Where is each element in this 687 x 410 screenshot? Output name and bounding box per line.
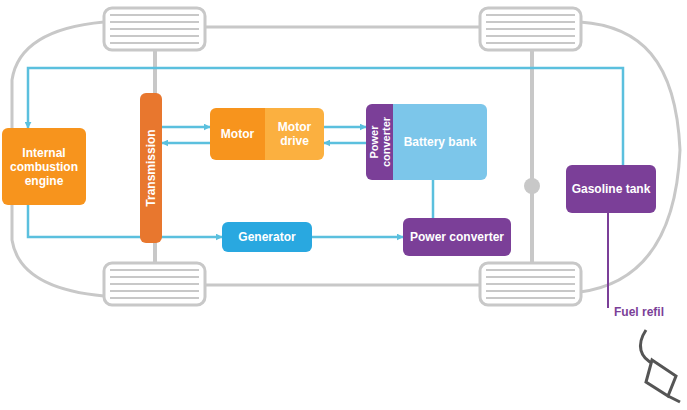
- tread-line: [486, 269, 575, 271]
- tread-line: [110, 28, 199, 30]
- wheel: [104, 263, 205, 305]
- fuel-tank-box: Gasoline tank: [566, 165, 656, 213]
- power-converter-box: Power converter: [366, 104, 393, 180]
- tread-line: [486, 297, 575, 299]
- node-label: Generator: [234, 230, 299, 244]
- wheel: [480, 263, 581, 305]
- tread-line: [110, 290, 199, 292]
- wheels: [104, 8, 581, 305]
- fuel-refill-label: Fuel refil: [614, 305, 664, 319]
- motor-box: Motor: [210, 108, 265, 160]
- tread-line: [110, 35, 199, 37]
- engine-box: Internal combustion engine: [2, 128, 86, 205]
- power-flow-connector: [324, 142, 366, 145]
- generator-box: Generator: [222, 222, 312, 252]
- battery-box: Battery bank: [393, 104, 487, 180]
- node-label: Motor drive: [265, 120, 324, 148]
- tread-line: [486, 290, 575, 292]
- tread-line: [486, 14, 575, 16]
- car-body: [12, 22, 680, 296]
- tread-line: [110, 276, 199, 278]
- power-flow-connector: [312, 236, 403, 239]
- power-converter-box: Power converter: [403, 218, 511, 256]
- transmission-box: Transmission: [140, 93, 162, 243]
- node-label: Transmission: [144, 98, 158, 238]
- axles: [155, 48, 532, 262]
- tread-line: [486, 283, 575, 285]
- node-label: Battery bank: [400, 135, 481, 149]
- node-label: Power converter: [368, 107, 392, 177]
- power-flow-connector: [324, 126, 366, 129]
- tread-line: [110, 283, 199, 285]
- fuel-nozzle: [640, 330, 680, 402]
- axle-hub: [524, 178, 540, 194]
- tread-line: [486, 35, 575, 37]
- node-label: Internal combustion engine: [2, 146, 86, 188]
- wheel: [104, 8, 205, 50]
- tread-line: [110, 269, 199, 271]
- tread-line: [486, 21, 575, 23]
- motor-drive-box: Motor drive: [265, 108, 324, 160]
- node-label: Power converter: [406, 230, 508, 244]
- tread-line: [110, 14, 199, 16]
- node-label: Motor: [217, 127, 258, 141]
- power-flow-connector: [432, 180, 435, 218]
- tread-line: [110, 42, 199, 44]
- fuel-line: [607, 213, 609, 308]
- power-flow-connector: [28, 205, 222, 237]
- tread-line: [486, 28, 575, 30]
- node-label: Gasoline tank: [568, 182, 655, 196]
- power-flow-connector: [162, 126, 210, 129]
- tread-line: [486, 42, 575, 44]
- tread-line: [110, 21, 199, 23]
- power-flow-connector: [28, 68, 623, 165]
- tread-line: [110, 297, 199, 299]
- power-flow-connector: [162, 142, 210, 145]
- tread-line: [486, 276, 575, 278]
- wheel: [480, 8, 581, 50]
